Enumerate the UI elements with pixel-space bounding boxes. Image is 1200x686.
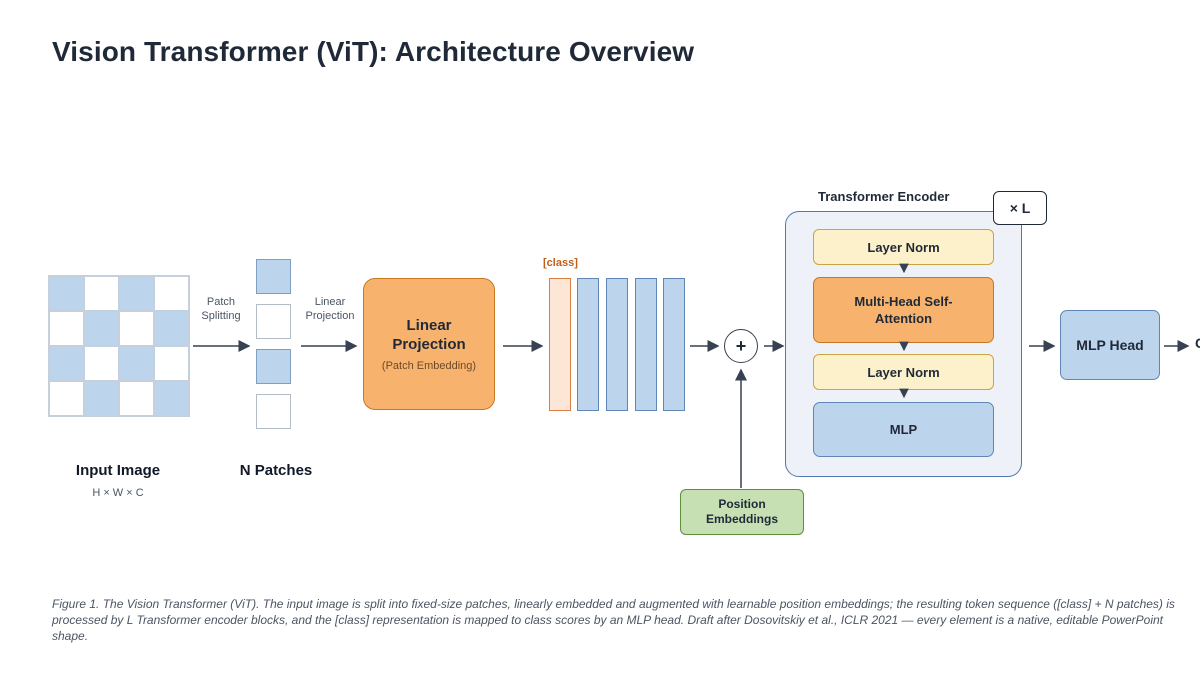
patch-token: [663, 278, 685, 411]
output-label: C: [1195, 335, 1200, 351]
image-cell: [154, 311, 189, 346]
patch-token: [577, 278, 599, 411]
patch-token: [635, 278, 657, 411]
image-cell: [154, 276, 189, 311]
figure-caption: Figure 1. The Vision Transformer (ViT). …: [52, 597, 1175, 643]
image-cell: [119, 346, 154, 381]
input-image-label: Input Image: [75, 462, 161, 479]
image-cell: [84, 346, 119, 381]
image-cell: [84, 276, 119, 311]
mlp-block: MLP: [813, 402, 994, 457]
class-token: [549, 278, 571, 411]
image-cell: [49, 276, 84, 311]
linear-projection-subtitle: (Patch Embedding): [381, 360, 477, 372]
multi-head-self-attention: Multi-Head Self-Attention: [813, 277, 994, 343]
image-cell: [154, 381, 189, 416]
image-cell: [119, 381, 154, 416]
patch-square: [256, 304, 291, 339]
layer-norm-2: Layer Norm: [813, 354, 994, 390]
image-cell: [84, 381, 119, 416]
mhsa-label: Multi-Head Self-Attention: [854, 294, 953, 326]
patch-square: [256, 259, 291, 294]
patch-splitting-label: Patch Splitting: [201, 296, 241, 322]
patch-square: [256, 394, 291, 429]
linear-projection-arrow-label: Linear Projection: [305, 296, 355, 322]
linear-projection-block: Linear Projection (Patch Embedding): [363, 278, 495, 410]
encoder-title: Transformer Encoder: [818, 189, 950, 204]
image-cell: [49, 381, 84, 416]
position-embeddings-block: Position Embeddings: [680, 489, 804, 535]
input-image-dimensions: H × W × C: [92, 487, 144, 499]
image-cell: [49, 346, 84, 381]
position-embeddings-label: Position Embeddings: [705, 497, 778, 526]
linear-projection-title: Linear Projection: [392, 317, 466, 353]
patches-label: N Patches: [239, 462, 313, 479]
image-cell: [49, 311, 84, 346]
patch-token: [606, 278, 628, 411]
image-cell: [119, 276, 154, 311]
image-cell: [154, 346, 189, 381]
patch-stack: [256, 259, 291, 429]
add-symbol: +: [724, 329, 758, 363]
page-title: Vision Transformer (ViT): Architecture O…: [52, 36, 695, 67]
image-cell: [84, 311, 119, 346]
patch-square: [256, 349, 291, 384]
layer-norm-1: Layer Norm: [813, 229, 994, 265]
class-token-label: [class]: [543, 257, 578, 269]
mlp-head-block: MLP Head: [1060, 310, 1160, 380]
repeat-badge: × L: [993, 191, 1047, 225]
image-cell: [119, 311, 154, 346]
input-image-grid: [48, 275, 190, 417]
